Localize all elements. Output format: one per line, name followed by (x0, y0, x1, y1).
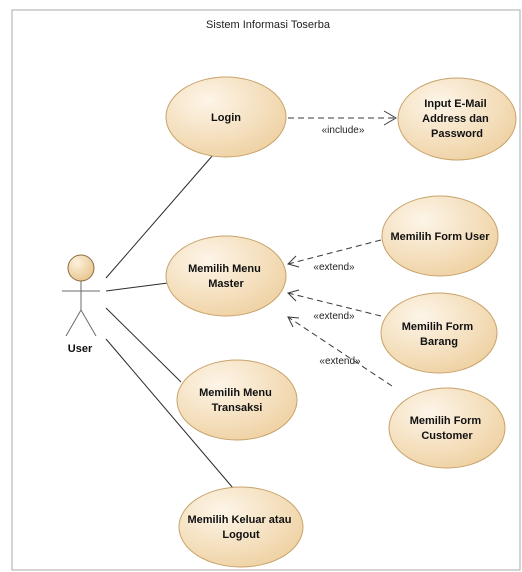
system-title: Sistem Informasi Toserba (206, 19, 331, 31)
extend-stereotype-barang: «extend» (313, 311, 355, 322)
usecase-menu-transaksi[interactable]: Memilih Menu Transaksi (176, 359, 298, 441)
usecase-form-customer[interactable]: Memilih Form Customer (388, 387, 506, 469)
association-logout (105, 338, 234, 489)
extend-dependency-user (287, 239, 382, 265)
actor-label: User (68, 343, 93, 355)
include-arrowhead (383, 110, 397, 126)
association-login (105, 154, 214, 279)
usecase-menu-transaksi-ellipse[interactable] (176, 359, 298, 441)
usecase-input-email-label: Input E-Mail Address dan Password (422, 98, 492, 140)
association-menu-transaksi (105, 307, 182, 383)
actor-right-leg (80, 309, 97, 337)
usecase-menu-master-label: Memilih Menu Master (188, 263, 264, 290)
extend-dependency-customer (287, 316, 393, 387)
extend-arrowhead-customer (287, 316, 300, 328)
usecase-form-barang[interactable]: Memilih Form Barang (380, 292, 498, 374)
actor-left-leg (65, 309, 82, 337)
usecase-form-customer-label: Memilih Form Customer (410, 415, 485, 442)
usecase-form-user[interactable]: Memilih Form User (381, 195, 499, 277)
usecase-login[interactable]: Login (165, 76, 287, 158)
usecase-form-barang-label: Memilih Form Barang (402, 321, 477, 348)
extend-arrowhead-user (287, 255, 300, 268)
usecase-menu-master-ellipse[interactable] (165, 235, 287, 317)
extend-stereotype-user: «extend» (313, 262, 355, 273)
actor-user: User (62, 254, 100, 355)
usecase-menu-master[interactable]: Memilih Menu Master (165, 235, 287, 317)
extend-dependency-barang (287, 292, 382, 317)
usecase-form-user-label: Memilih Form User (390, 231, 490, 243)
usecase-login-label: Login (211, 112, 241, 124)
association-menu-master (105, 282, 169, 292)
usecase-form-user-ellipse[interactable] (381, 195, 499, 277)
actor-head (67, 254, 95, 282)
extend-arrowhead-barang (287, 289, 300, 302)
usecase-login-ellipse[interactable] (165, 76, 287, 158)
usecase-menu-transaksi-label: Memilih Menu Transaksi (199, 387, 275, 414)
usecase-logout-ellipse[interactable] (178, 486, 304, 568)
usecase-form-barang-ellipse[interactable] (380, 292, 498, 374)
usecase-logout-label: Memilih Keluar atau Logout (188, 514, 295, 541)
usecase-logout[interactable]: Memilih Keluar atau Logout (178, 486, 304, 568)
extend-stereotype-customer: «extend» (319, 356, 361, 367)
usecase-form-customer-ellipse[interactable] (388, 387, 506, 469)
usecase-input-email-ellipse[interactable] (397, 77, 517, 161)
include-stereotype: «include» (322, 125, 365, 136)
usecase-input-email[interactable]: Input E-Mail Address dan Password (397, 77, 517, 161)
